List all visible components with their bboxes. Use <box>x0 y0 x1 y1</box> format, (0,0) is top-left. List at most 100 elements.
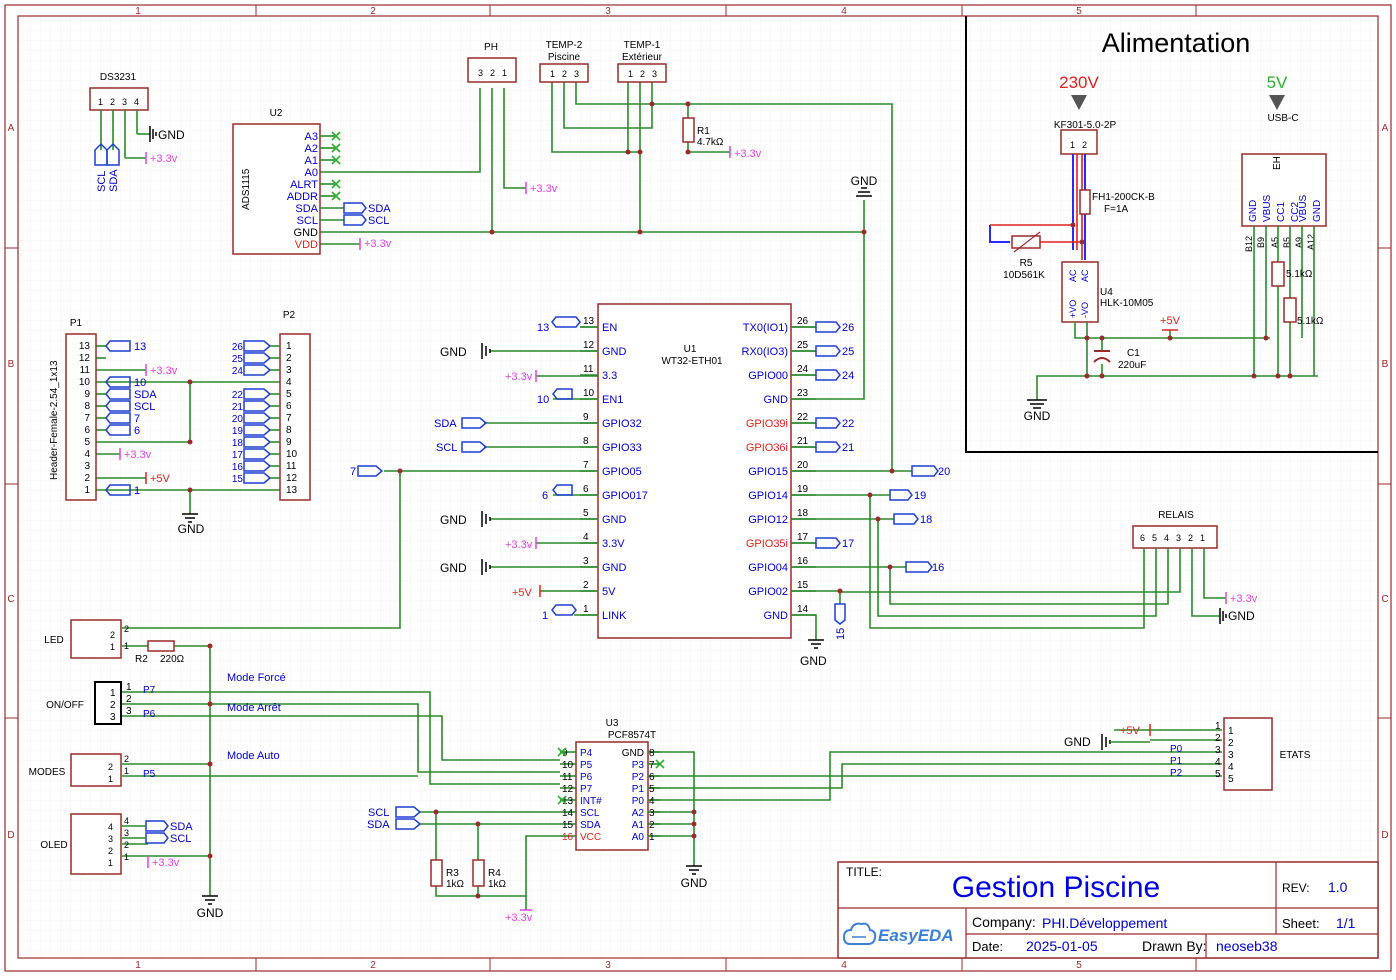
u3-right-pin-name: A1 <box>632 820 645 831</box>
hlk-vo-neg: -VO <box>1080 302 1090 318</box>
u1-left-pin-name: EN <box>602 322 617 334</box>
u2-pin-gnd: GND <box>294 227 319 239</box>
svg-text:1: 1 <box>542 610 548 622</box>
u1-left-pin-num: 8 <box>583 436 589 447</box>
frame-col-5: 5 <box>1076 6 1082 17</box>
svg-text:22: 22 <box>232 390 244 401</box>
svg-text:5: 5 <box>84 437 90 448</box>
u1-gnd-net-a: GND <box>440 345 467 359</box>
hlk-ref: U4 <box>1100 287 1113 298</box>
u3-right-pin-num: 6 <box>649 772 655 783</box>
input-230-label: 230V <box>1059 73 1099 92</box>
hlk-module <box>1061 261 1099 323</box>
svg-text:24: 24 <box>842 370 854 382</box>
svg-text:1: 1 <box>108 774 113 784</box>
svg-text:3: 3 <box>1228 750 1234 761</box>
u1-left-pin-num: 5 <box>583 508 589 519</box>
p1-net-13: 13 <box>134 341 146 353</box>
svg-text:2: 2 <box>108 846 113 856</box>
u2-pin-sda: SDA <box>295 203 318 215</box>
svg-text:6: 6 <box>1140 533 1145 543</box>
frame-col-1-bottom: 1 <box>135 960 141 971</box>
svg-text:8: 8 <box>286 425 292 436</box>
input-5v-arrow-icon <box>1269 95 1285 110</box>
u3-right-pin-num: 4 <box>649 796 655 807</box>
u1-left-pin-num: 13 <box>583 316 595 327</box>
u1-right-pin-num: 24 <box>797 364 809 375</box>
u1-left-pin-num: 11 <box>583 364 594 375</box>
oled-scl: SCL <box>170 833 191 845</box>
svg-text:4: 4 <box>1228 762 1234 773</box>
frame-row-c: C <box>7 594 14 605</box>
hlk-ac1: AC <box>1068 269 1078 282</box>
u3-left-pin-name: P5 <box>580 760 593 771</box>
svg-text:9: 9 <box>286 437 292 448</box>
oled-sda: SDA <box>170 821 193 833</box>
frame-row-b: B <box>8 359 15 370</box>
u2-pin-scl: SCL <box>297 215 318 227</box>
svg-text:1: 1 <box>110 688 116 699</box>
u2-pin-a3: A3 <box>305 131 318 143</box>
plus5v-power-label: +5V <box>1160 315 1181 327</box>
easyeda-logo-text: EasyEDA <box>878 926 954 945</box>
u1-right-pin-name: GPIO04 <box>748 562 788 574</box>
power-gnd-icon <box>1027 399 1047 409</box>
oled-gnd: GND <box>197 906 224 920</box>
u3-right-pin-name: GND <box>622 748 644 759</box>
svg-text:17: 17 <box>842 538 854 550</box>
usbc-pin-cc2: CC2 <box>1290 202 1301 222</box>
u2-scl-flag-icon <box>343 214 367 226</box>
svg-text:1: 1 <box>84 485 90 496</box>
title-block: TITLE: Gestion Piscine REV: 1.0 Company:… <box>837 861 1379 959</box>
u1-right-pin-name: GPIO15 <box>748 466 788 478</box>
oled-33v: +3.3v <box>152 857 180 869</box>
u1-gnd-net-c: GND <box>440 561 467 575</box>
u2-nc-marks <box>331 131 341 201</box>
svg-text:2: 2 <box>124 840 129 850</box>
svg-text:18: 18 <box>232 438 244 449</box>
etats-gnd: GND <box>1064 735 1091 749</box>
mode-force-label: Mode Forcé <box>227 672 286 684</box>
svg-text:2: 2 <box>110 630 115 640</box>
u1-left-pin-num: 6 <box>583 484 589 495</box>
u3-scl-flag-icon <box>395 806 422 818</box>
svg-text:19: 19 <box>232 426 244 437</box>
u3-right-pin-num: 2 <box>649 820 655 831</box>
svg-text:1: 1 <box>124 852 129 862</box>
company-value: PHI.Développement <box>1042 915 1167 931</box>
r2-ref: R2 <box>135 654 148 665</box>
usbc-pinid-a5: A5 <box>1270 237 1280 248</box>
svg-text:2: 2 <box>286 353 292 364</box>
u2-pin-addr: ADDR <box>287 191 318 203</box>
u3-left-pin-num: 14 <box>562 808 574 819</box>
frame-col-3: 3 <box>605 6 611 17</box>
svg-text:2: 2 <box>110 700 116 711</box>
usbc-pin-gnd: GND <box>1248 200 1259 222</box>
u3-left-pin-name: P4 <box>580 748 593 759</box>
u3-sda-net: SDA <box>367 819 390 831</box>
u3-right-pin-name: P1 <box>632 784 645 795</box>
u1-right-pin-num: 14 <box>797 604 809 615</box>
svg-text:1: 1 <box>98 97 103 107</box>
usbc-pinid-a9: A9 <box>1294 237 1304 248</box>
svg-text:1: 1 <box>1215 721 1221 732</box>
res-cc1 <box>1271 261 1285 287</box>
u1-left-pin-name: GPIO05 <box>602 466 642 478</box>
drawn-by-label: Drawn By: <box>1142 938 1207 954</box>
svg-text:20: 20 <box>232 414 244 425</box>
p1-33v-a: +3.3v <box>150 365 178 377</box>
rev-value: 1.0 <box>1328 879 1348 895</box>
oled-sda-flag-icon <box>145 820 169 832</box>
top-gnd-label: GND <box>851 174 878 188</box>
svg-text:26: 26 <box>842 322 854 334</box>
p1-gnd: GND <box>178 522 205 536</box>
etats-5v: +5V <box>1120 725 1141 737</box>
oled-scl-flag-icon <box>145 832 169 844</box>
svg-text:7: 7 <box>84 413 90 424</box>
r4-val: 1kΩ <box>488 879 507 890</box>
svg-text:3: 3 <box>1176 533 1181 543</box>
